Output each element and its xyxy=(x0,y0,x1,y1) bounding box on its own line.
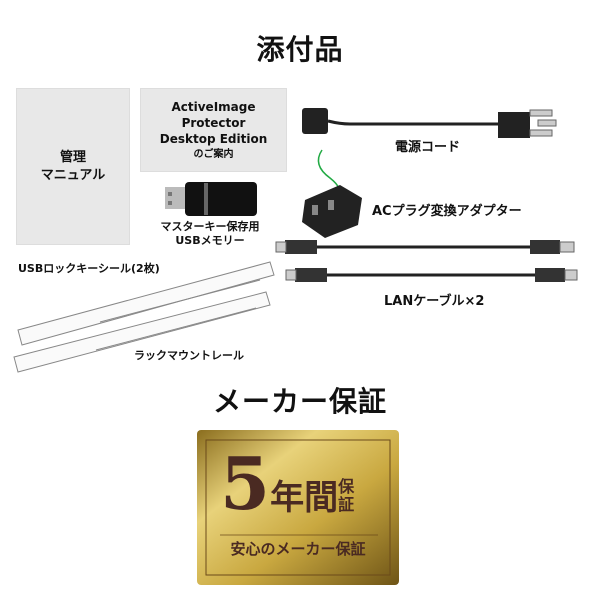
rack-rail-icon xyxy=(13,261,275,373)
warranty-text: 5 年間 保証 xyxy=(220,448,356,520)
rail-label: ラックマウントレール xyxy=(134,349,244,362)
page-title: 添付品 xyxy=(256,33,344,66)
guide-line-2: Desktop Edition xyxy=(159,132,268,147)
manual-line-1: 管理 xyxy=(59,149,86,165)
guide-line-3: のご案内 xyxy=(193,148,234,160)
power-cord-label: 電源コード xyxy=(395,140,461,155)
warranty-title: メーカー保証 xyxy=(212,385,387,418)
usb-label-1: マスターキー保存用 xyxy=(160,220,260,233)
adapter-label: ACプラグ変換アダプター xyxy=(372,204,522,219)
seal-label: USBロックキーシール(2枚) xyxy=(18,262,160,275)
usb-label-2: USBメモリー xyxy=(175,234,245,248)
lan-cable-icon xyxy=(275,240,578,282)
warranty-unit: 年間 xyxy=(270,478,339,518)
admin-manual: 管理マニュアル xyxy=(16,88,130,245)
ac-adapter-icon xyxy=(302,149,362,238)
lan-label: LANケーブル×2 xyxy=(384,294,485,309)
warranty-badge xyxy=(197,430,399,585)
usb-stick-icon xyxy=(165,182,257,216)
warranty-years: 5 xyxy=(220,441,271,526)
guide-line-1: ActiveImage Protector xyxy=(171,99,256,131)
warranty-hosho: 保証 xyxy=(338,477,355,514)
power-cord-icon xyxy=(302,108,557,138)
warranty-sub: 安心のメーカー保証 xyxy=(230,540,366,558)
manual-line-2: マニュアル xyxy=(40,167,106,183)
